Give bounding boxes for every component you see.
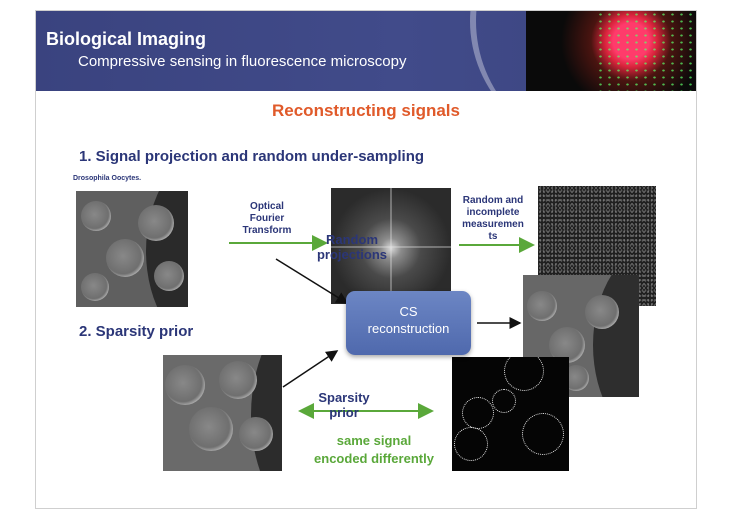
oocytes-image-2: [163, 355, 282, 471]
header-subtitle: Compressive sensing in fluorescence micr…: [78, 53, 407, 70]
section-1-title: 1. Signal projection and random under-sa…: [79, 148, 425, 165]
fourier-spectrum-image: [331, 188, 451, 304]
image-caption: Drosophila Oocytes.: [73, 175, 142, 182]
slide: Biological Imaging Compressive sensing i…: [35, 10, 697, 509]
arrow-icon: [282, 350, 339, 388]
section-2-title: 2. Sparsity prior: [79, 323, 194, 340]
arrow-icon: [275, 258, 349, 304]
diagram-arrows: [229, 235, 535, 419]
slide-header: Biological Imaging Compressive sensing i…: [36, 11, 696, 151]
oocytes-image: [76, 191, 188, 307]
header-title: Biological Imaging: [46, 29, 207, 49]
slide-heading: Reconstructing signals: [272, 101, 460, 120]
sparse-edges-image: [452, 357, 569, 471]
